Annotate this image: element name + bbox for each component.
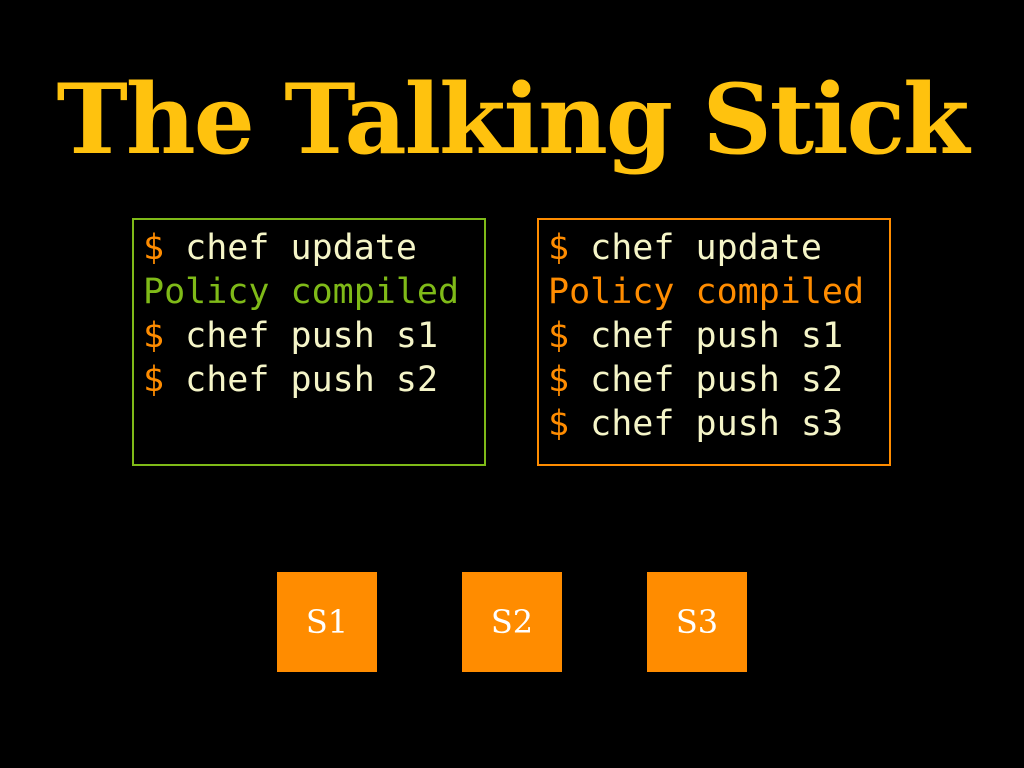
server-box-s2: S2 [462, 572, 562, 672]
output-text: Policy compiled [548, 272, 865, 312]
command-text: chef push s1 [164, 316, 439, 356]
prompt-symbol: $ [143, 228, 165, 268]
terminal-command-line: $ chef push s1 [548, 314, 889, 358]
command-text: chef update [164, 228, 417, 268]
terminal-output-line: Policy compiled [548, 270, 889, 314]
server-label: S2 [490, 603, 534, 641]
server-box-s3: S3 [647, 572, 747, 672]
prompt-symbol: $ [548, 360, 570, 400]
command-text: chef push s3 [569, 404, 844, 444]
command-text: chef push s2 [569, 360, 844, 400]
server-label: S3 [675, 603, 719, 641]
terminal-command-line: $ chef push s2 [548, 358, 889, 402]
slide-title: The Talking Stick [56, 63, 969, 176]
terminal-command-line: $ chef push s1 [143, 314, 484, 358]
server-label: S1 [305, 603, 349, 641]
terminal-command-line: $ chef push s2 [143, 358, 484, 402]
prompt-symbol: $ [548, 404, 570, 444]
terminal-command-line: $ chef update [143, 226, 484, 270]
terminal-command-line: $ chef update [548, 226, 889, 270]
command-text: chef push s1 [569, 316, 844, 356]
prompt-symbol: $ [548, 316, 570, 356]
output-text: Policy compiled [143, 272, 460, 312]
server-box-s1: S1 [277, 572, 377, 672]
prompt-symbol: $ [143, 360, 165, 400]
command-text: chef update [569, 228, 822, 268]
prompt-symbol: $ [548, 228, 570, 268]
terminal-command-line: $ chef push s3 [548, 402, 889, 446]
prompt-symbol: $ [143, 316, 165, 356]
terminal-output-line: Policy compiled [143, 270, 484, 314]
command-text: chef push s2 [164, 360, 439, 400]
